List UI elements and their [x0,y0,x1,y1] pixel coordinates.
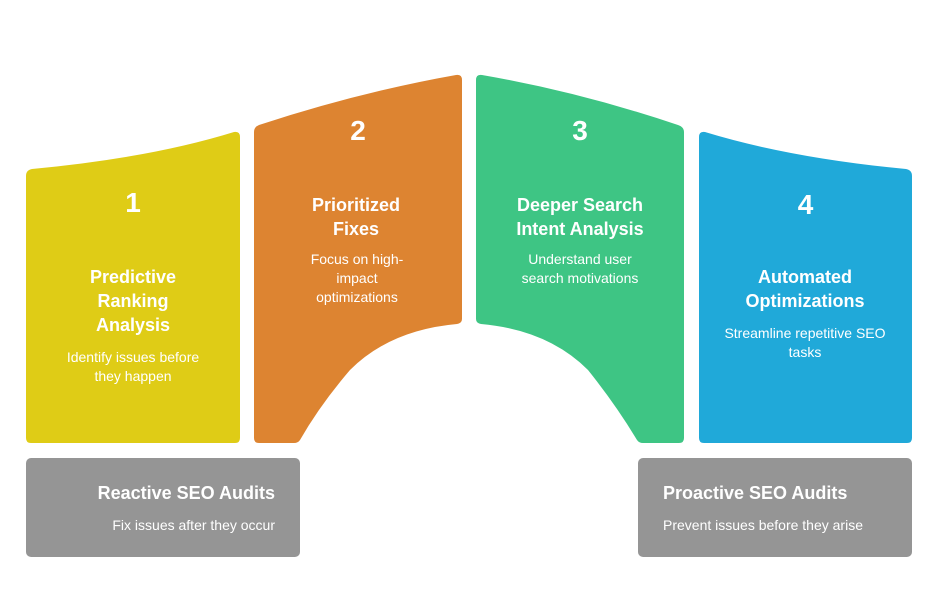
reactive-audits-description: Fix issues after they occur [112,517,275,533]
step-3-description: Understand user search motivations [521,251,639,286]
proactive-audits-title: Proactive SEO Audits [663,483,848,503]
step-2-title: Prioritized Fixes [311,195,400,239]
step-2-shape [254,74,462,443]
step-1-number: 1 [125,187,141,218]
proactive-audits-box: Proactive SEO Audits Prevent issues befo… [638,458,912,557]
proactive-audits-description: Prevent issues before they arise [663,517,863,533]
step-1-description: Identify issues before they happen [66,349,200,384]
reactive-audits-box: Reactive SEO Audits Fix issues after the… [26,458,300,557]
step-3-number: 3 [572,115,588,146]
reactive-audits-title: Reactive SEO Audits [97,483,275,503]
step-2-description: Focus on high-impact optimizations [310,251,404,305]
step-3-title: Deeper Search Intent Analysis [516,195,644,239]
step-1-shape [26,131,240,443]
step-4-number: 4 [797,189,814,220]
step-4-shape [699,131,912,443]
step-2-number: 2 [350,115,366,146]
step-4-title: Automated Optimizations [745,267,865,311]
step-3-shape [476,74,684,443]
step-1-title: Predictive Ranking Analysis [89,267,177,335]
step-4-description: Streamline repetitive SEO tasks [724,325,886,360]
